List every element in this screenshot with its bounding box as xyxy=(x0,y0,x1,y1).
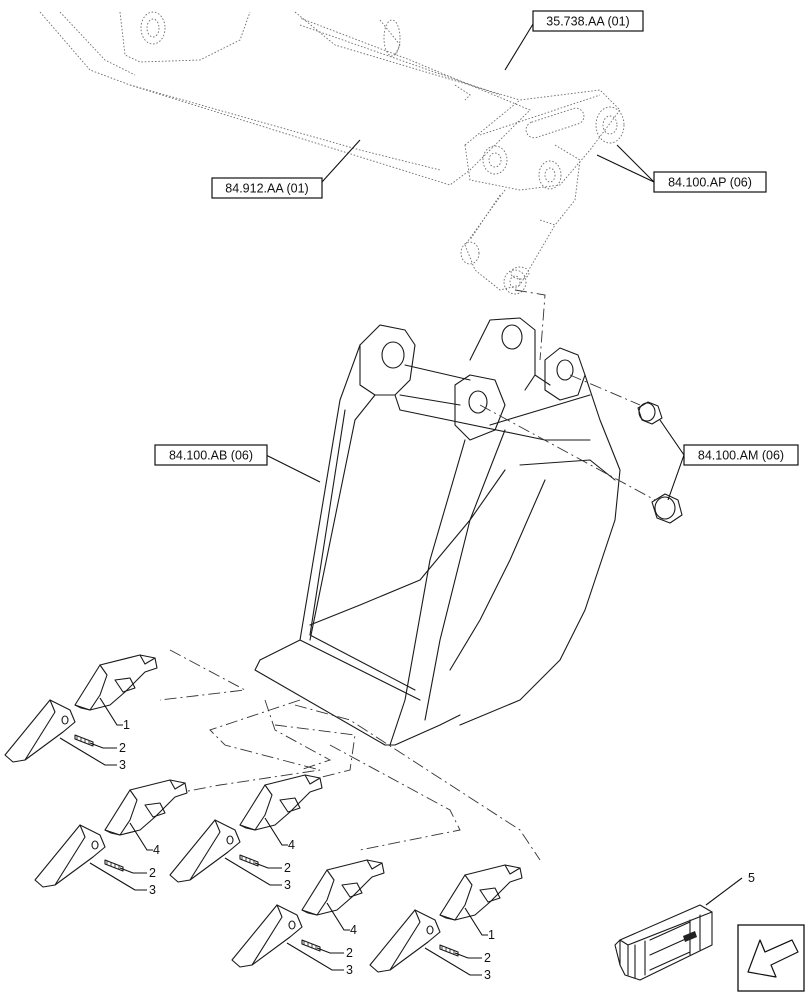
item-number-5: 5 xyxy=(748,871,755,885)
tooth xyxy=(169,819,241,883)
tooth-set-labels: 1 2 3 xyxy=(59,697,130,772)
teeth-sets xyxy=(4,654,523,973)
item-number-1: 1 xyxy=(488,928,495,942)
crate-icon xyxy=(614,904,713,981)
kit-number: 5 xyxy=(748,871,755,885)
leaders xyxy=(265,23,743,906)
pin xyxy=(301,939,321,952)
callout-84-100-am[interactable]: 84.100.AM (06) xyxy=(683,444,799,466)
tooth xyxy=(4,699,76,763)
item-number-4: 4 xyxy=(288,838,295,852)
callout-35-738-aa[interactable]: 35.738.AA (01) xyxy=(532,10,644,32)
arrow-down-left-icon[interactable] xyxy=(737,924,805,992)
item-number-1: 1 xyxy=(123,718,130,732)
arm-assembly xyxy=(39,11,625,295)
tooth xyxy=(34,824,106,888)
callout-label: 35.738.AA (01) xyxy=(546,15,629,29)
callout-84-100-ap[interactable]: 84.100.AP (06) xyxy=(653,171,767,193)
item-number-2: 2 xyxy=(346,946,353,960)
item-number-3: 3 xyxy=(484,968,491,982)
tooth xyxy=(369,909,441,973)
item-number-2: 2 xyxy=(149,866,156,880)
tooth-set-labels: 1 2 3 xyxy=(424,907,495,982)
callout-label: 84.100.AM (06) xyxy=(698,449,784,463)
tooth-set xyxy=(34,779,188,888)
item-number-3: 3 xyxy=(284,878,291,892)
adapter xyxy=(439,864,523,921)
pin xyxy=(239,854,259,867)
item-number-2: 2 xyxy=(484,951,491,965)
bucket xyxy=(254,317,621,746)
centerlines xyxy=(139,289,656,861)
tooth-set-labels: 4 2 3 xyxy=(224,817,295,892)
bushings xyxy=(637,401,683,524)
pin xyxy=(104,859,124,872)
tooth xyxy=(231,904,303,968)
pin xyxy=(74,734,94,747)
callout-label: 84.100.AB (06) xyxy=(169,449,253,463)
item-number-4: 4 xyxy=(153,843,160,857)
item-number-2: 2 xyxy=(119,741,126,755)
tooth-set xyxy=(231,859,385,968)
adapter xyxy=(239,774,323,831)
tooth-set-labels: 4 2 3 xyxy=(89,822,160,897)
tooth-set xyxy=(369,864,523,973)
item-number-2: 2 xyxy=(284,861,291,875)
adapter xyxy=(301,859,385,916)
callout-label: 84.912.AA (01) xyxy=(225,182,308,196)
callout-84-100-ab[interactable]: 84.100.AB (06) xyxy=(154,444,268,466)
item-number-3: 3 xyxy=(346,963,353,977)
adapter xyxy=(74,654,158,711)
adapter xyxy=(104,779,188,836)
item-number-4: 4 xyxy=(350,923,357,937)
teeth-labels: 1 2 3 4 2 3 4 2 3 4 2 3 1 2 3 xyxy=(59,697,495,982)
item-number-3: 3 xyxy=(119,758,126,772)
tooth-set-labels: 4 2 3 xyxy=(286,902,357,977)
tooth-set xyxy=(169,774,323,883)
tooth-set xyxy=(4,654,158,763)
item-number-3: 3 xyxy=(149,883,156,897)
callout-label: 84.100.AP (06) xyxy=(668,176,752,190)
callouts: 35.738.AA (01) 84.912.AA (01) 84.100.AP … xyxy=(154,10,799,466)
callout-84-912-aa[interactable]: 84.912.AA (01) xyxy=(211,177,323,199)
pin xyxy=(439,944,459,957)
